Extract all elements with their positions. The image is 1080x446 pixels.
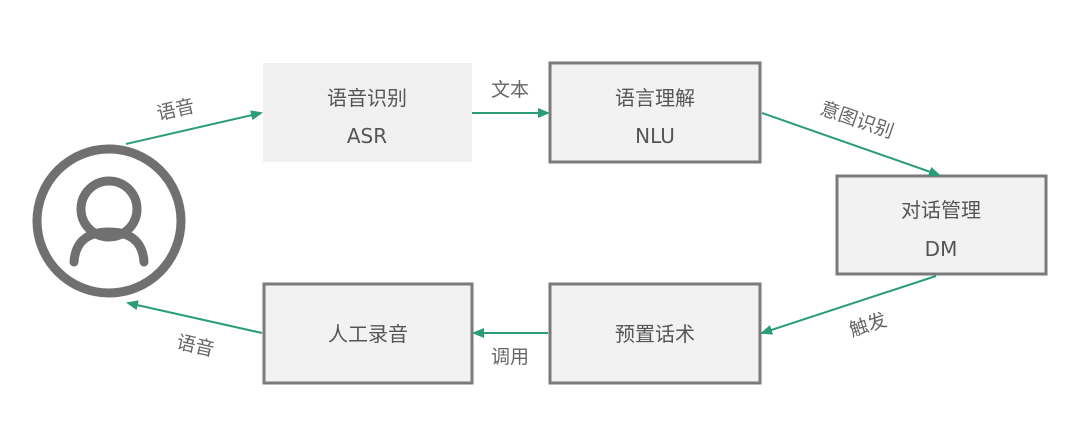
node-preset-title: 预置话术 xyxy=(615,322,695,346)
edge-dm-to-preset xyxy=(760,275,937,335)
user-icon xyxy=(32,144,186,298)
node-recording-title: 人工录音 xyxy=(328,322,408,346)
edge-label-asr-to-nlu: 文本 xyxy=(491,79,529,101)
node-asr-title: 语音识别 xyxy=(327,86,407,110)
node-dm: 对话管理 DM xyxy=(835,174,1048,276)
edge-user-to-asr xyxy=(125,110,263,145)
node-asr-subtitle: ASR xyxy=(347,124,387,148)
node-nlu-title: 语言理解 xyxy=(615,86,695,110)
edge-label-recording-to-user: 语音 xyxy=(174,331,216,361)
node-nlu: 语言理解 NLU xyxy=(548,61,762,164)
node-asr: 语音识别 ASR xyxy=(263,63,472,162)
node-dm-title: 对话管理 xyxy=(901,198,981,222)
node-preset: 预置话术 xyxy=(548,282,762,385)
edge-label-dm-to-preset: 触发 xyxy=(847,309,890,342)
edge-label-preset-to-recording: 调用 xyxy=(491,346,529,368)
edge-label-user-to-asr: 语音 xyxy=(155,95,197,125)
edge-recording-to-user xyxy=(126,300,263,334)
node-recording: 人工录音 xyxy=(262,282,474,385)
node-dm-subtitle: DM xyxy=(925,237,958,261)
node-nlu-subtitle: NLU xyxy=(635,124,675,148)
edge-nlu-to-dm xyxy=(761,112,941,177)
